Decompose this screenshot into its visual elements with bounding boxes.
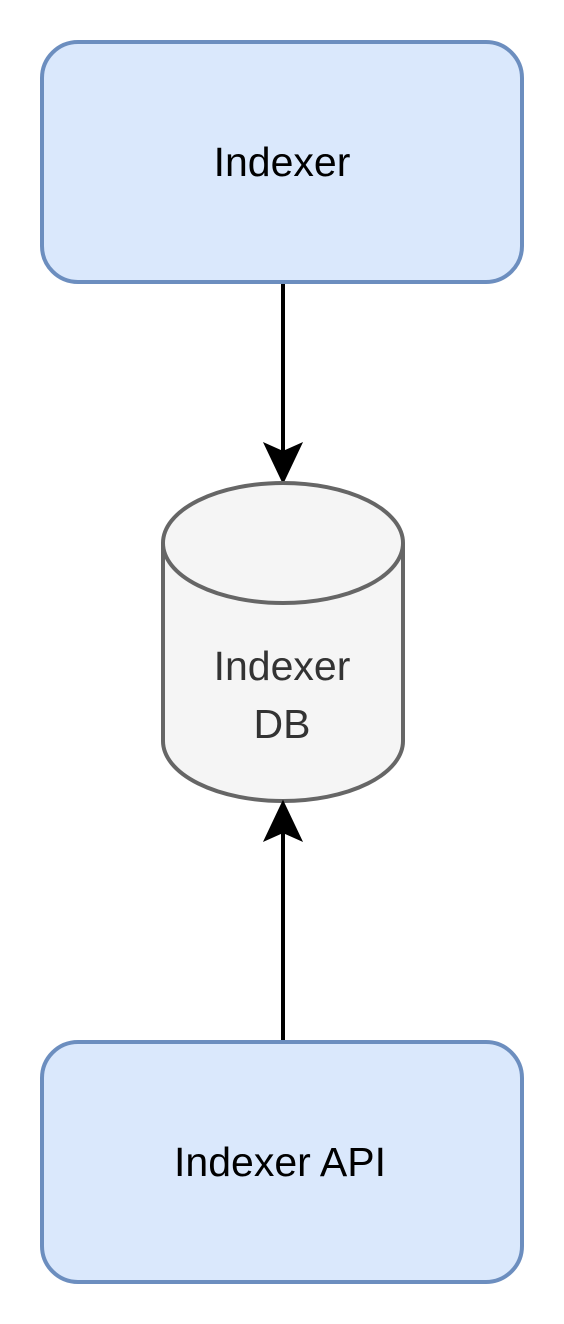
edge-indexer-to-db [262,284,304,485]
indexer-api-label: Indexer API [174,1139,386,1185]
indexer-db-label-line2: DB [254,701,311,747]
indexer-db-label-line1: Indexer [214,643,351,689]
indexer-db-cylinder-body[interactable] [161,481,405,803]
edge-api-to-db [262,799,304,1040]
indexer-box[interactable] [40,40,524,284]
indexer-db-cylinder-top-rim [161,542,405,605]
indexer-api-node[interactable]: Indexer API [40,1040,524,1284]
indexer-api-box[interactable] [40,1040,524,1284]
edge-api-to-db-arrowhead [262,799,304,843]
indexer-node[interactable]: Indexer [40,40,524,284]
indexer-db-node[interactable]: Indexer DB [161,481,405,803]
indexer-label: Indexer [214,139,351,185]
edge-indexer-to-db-arrowhead [262,441,304,485]
